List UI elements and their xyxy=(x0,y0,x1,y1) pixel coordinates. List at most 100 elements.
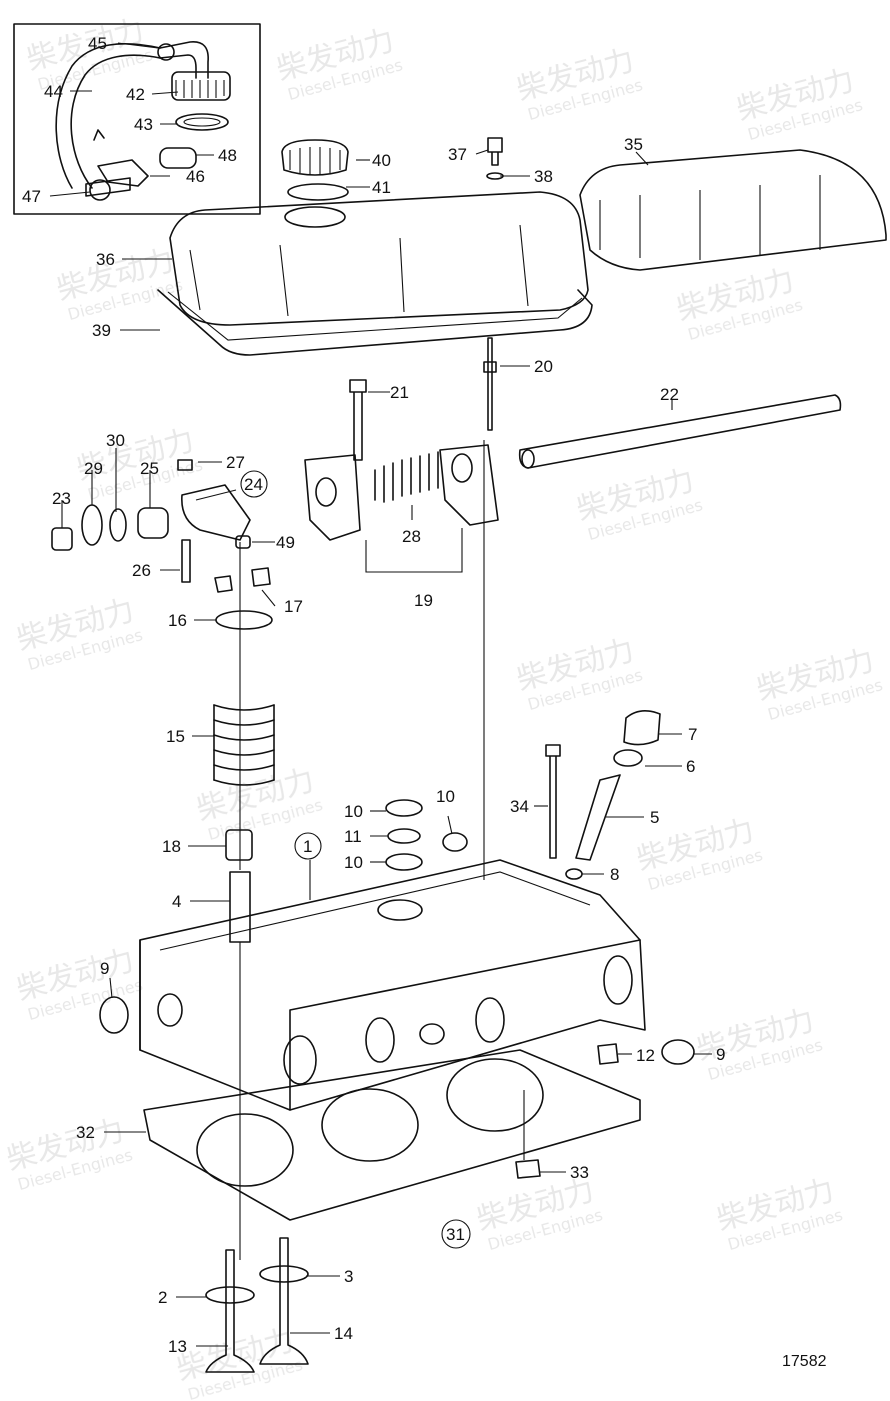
drawing-number: 17582 xyxy=(782,1353,827,1370)
callout-circle-24 xyxy=(240,470,268,498)
callout-15: 15 xyxy=(166,727,185,746)
breather-hose xyxy=(70,54,161,189)
washer-11 xyxy=(387,828,421,844)
callout-2: 2 xyxy=(158,1288,167,1307)
callout-1: 1 xyxy=(303,837,312,856)
valve-cap xyxy=(235,535,251,549)
valve-spring-retainer xyxy=(215,610,273,630)
callout-17: 17 xyxy=(284,597,303,616)
callout-40: 40 xyxy=(372,151,391,170)
callout-20: 20 xyxy=(534,357,553,376)
callout-16: 16 xyxy=(168,611,187,630)
callout-38: 38 xyxy=(534,167,553,186)
callout-32: 32 xyxy=(76,1123,95,1142)
valves xyxy=(205,1237,309,1373)
callout-34: 34 xyxy=(510,797,529,816)
callout-49: 49 xyxy=(276,533,295,552)
callout-24: 24 xyxy=(244,475,263,494)
callout-33: 33 xyxy=(570,1163,589,1182)
adjuster-screw xyxy=(181,539,191,583)
callout-26: 26 xyxy=(132,561,151,580)
breather-cap xyxy=(171,71,231,101)
callout-28: 28 xyxy=(402,527,421,546)
callout-42: 42 xyxy=(126,85,145,104)
callout-6: 6 xyxy=(686,757,695,776)
callout-7: 7 xyxy=(688,725,697,744)
callout-10-top: 10 xyxy=(344,802,363,821)
valve-stem-seal xyxy=(225,829,253,861)
injector-seal xyxy=(613,749,643,767)
callout-25: 25 xyxy=(140,459,159,478)
callout-43: 43 xyxy=(134,115,153,134)
callout-3: 3 xyxy=(344,1267,353,1286)
injector-washer xyxy=(565,868,583,880)
shaft-end-plug xyxy=(51,527,73,551)
valve-spring xyxy=(213,704,275,786)
injector-parts xyxy=(545,710,661,880)
callout-47: 47 xyxy=(22,187,41,206)
intake-valve xyxy=(205,1249,255,1373)
spacer-sleeve xyxy=(159,147,197,169)
callout-45: 45 xyxy=(88,34,107,53)
shaft-washer xyxy=(109,508,127,542)
valve-seat-insert-2 xyxy=(205,1286,255,1304)
callout-48: 48 xyxy=(218,146,237,165)
hose-clamp xyxy=(157,43,175,61)
callout-11: 11 xyxy=(344,827,362,846)
valve-cover-front xyxy=(169,191,589,326)
callout-circle-31 xyxy=(441,1219,471,1249)
cylinder-head-bolt xyxy=(545,744,561,859)
cylinder-head-gasket xyxy=(143,1049,641,1221)
rocker-spacer-spring xyxy=(374,451,439,503)
expansion-plug-left xyxy=(99,996,129,1034)
filler-cap-seal xyxy=(287,183,349,201)
breather-seal-ring xyxy=(175,113,229,131)
leader-lines xyxy=(49,42,712,1347)
callout-36: 36 xyxy=(96,250,115,269)
callout-14: 14 xyxy=(334,1324,353,1343)
rocker-arm xyxy=(181,484,251,541)
callout-9-left: 9 xyxy=(100,959,109,978)
callout-37: 37 xyxy=(448,145,467,164)
callout-21: 21 xyxy=(390,383,409,402)
callout-46: 46 xyxy=(186,167,205,186)
callout-29: 29 xyxy=(84,459,103,478)
rocker-bushing xyxy=(137,507,169,539)
cover-bolt xyxy=(487,137,503,166)
washer-10-right xyxy=(442,832,468,852)
callout-44: 44 xyxy=(44,82,63,101)
callout-27: 27 xyxy=(226,453,245,472)
callout-22: 22 xyxy=(660,385,679,404)
spring-clip xyxy=(81,504,103,546)
callout-39: 39 xyxy=(92,321,111,340)
rocker-bracket-bolt xyxy=(349,379,367,461)
watermark-layer: 柴发动力 Diesel-Engines 柴发动力 Diesel-Engines … xyxy=(3,13,885,1401)
exhaust-valve xyxy=(259,1237,309,1365)
cylinder-head xyxy=(99,859,695,1111)
rocker-stud xyxy=(483,337,497,431)
valve-train xyxy=(213,542,275,1260)
callout-13: 13 xyxy=(168,1337,187,1356)
hose-bracket xyxy=(97,159,149,187)
callout-23: 23 xyxy=(52,489,71,508)
callout-10-lower: 10 xyxy=(344,853,363,872)
washers xyxy=(385,799,468,871)
plug-12 xyxy=(597,1043,619,1065)
breather-elbow xyxy=(159,41,209,79)
rocker-arm-assembly xyxy=(51,337,842,583)
callout-30: 30 xyxy=(106,431,125,450)
plug-33 xyxy=(515,1159,541,1179)
callout-18: 18 xyxy=(162,837,181,856)
washer-10-top xyxy=(385,799,423,817)
callout-8: 8 xyxy=(610,865,619,884)
callout-10-right: 10 xyxy=(436,787,455,806)
valve-cover-rear xyxy=(579,149,887,271)
callout-labels: 45 44 42 43 48 46 47 40 41 37 38 35 36 3… xyxy=(22,34,725,1356)
washer-10-lower xyxy=(385,853,423,871)
valve-collets xyxy=(214,567,271,593)
adjuster-nut xyxy=(177,459,193,471)
bracket-bolt xyxy=(85,177,131,197)
injector-sleeve-cap xyxy=(623,710,661,746)
callout-35: 35 xyxy=(624,135,643,154)
